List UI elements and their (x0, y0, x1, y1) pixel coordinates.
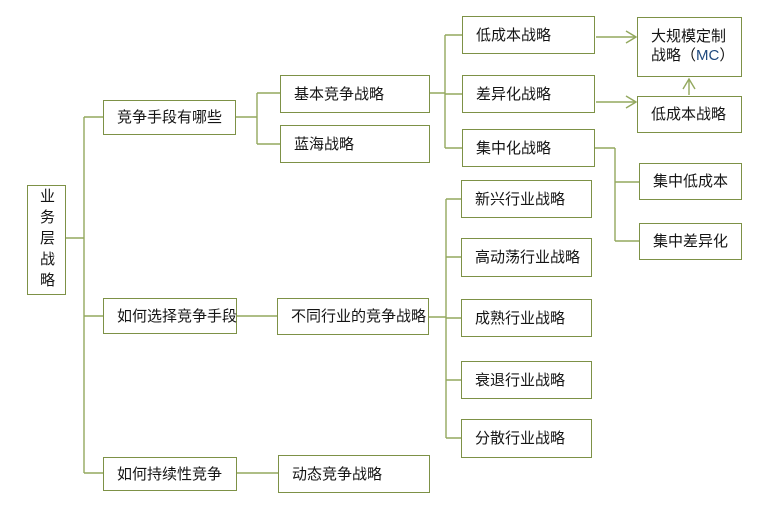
focus-branch-connector (595, 147, 639, 242)
node-mass-customization: 大规模定制 战略（MC） (637, 17, 742, 77)
node-focus-differentiation-label: 集中差异化 (653, 233, 729, 250)
node-fragmented-industry: 分散行业战略 (461, 419, 592, 458)
node-declining-industry: 衰退行业战略 (461, 361, 592, 399)
node-emerging-industry-label: 新兴行业战略 (475, 190, 566, 208)
node-focus: 集中化战略 (462, 129, 595, 167)
node-basic-competition: 基本竞争战略 (280, 75, 430, 113)
node-low-cost: 低成本战略 (462, 16, 595, 54)
node-blue-ocean: 蓝海战略 (280, 125, 430, 163)
node-focus-low-cost-label: 集中低成本 (653, 173, 729, 190)
node-q-sustain-label: 如何持续性竞争 (117, 465, 223, 483)
node-mass-customization-mc: MC (696, 47, 720, 64)
node-turbulent-industry-label: 高动荡行业战略 (475, 249, 581, 266)
node-q-methods-label: 竞争手段有哪些 (117, 109, 223, 126)
node-industry-strategies: 不同行业的竞争战略 (277, 298, 429, 335)
node-mature-industry-label: 成熟行业战略 (475, 309, 566, 327)
basic-competition-branch-connector (430, 34, 462, 149)
node-focus-differentiation: 集中差异化 (639, 223, 742, 260)
trunk-connector (65, 116, 103, 474)
industry-branch-connector (429, 198, 461, 439)
node-low-cost-label: 低成本战略 (476, 26, 552, 44)
node-turbulent-industry: 高动荡行业战略 (461, 238, 592, 277)
node-dynamic-competition-label: 动态竞争战略 (292, 465, 383, 483)
node-differentiation-label: 差异化战略 (476, 85, 552, 103)
node-emerging-industry: 新兴行业战略 (461, 180, 592, 218)
node-root-label: 业务层战略 (38, 187, 55, 293)
methods-branch-connector (236, 92, 280, 145)
node-mass-customization-line1: 大规模定制 (651, 28, 727, 45)
node-declining-industry-label: 衰退行业战略 (475, 371, 566, 389)
node-low-cost-2-label: 低成本战略 (651, 106, 727, 123)
node-root: 业务层战略 (27, 185, 66, 295)
node-low-cost-2: 低成本战略 (637, 96, 742, 133)
node-q-sustain: 如何持续性竞争 (103, 457, 237, 491)
node-blue-ocean-label: 蓝海战略 (294, 135, 355, 153)
node-q-choose-label: 如何选择竞争手段 (117, 307, 238, 325)
node-q-choose: 如何选择竞争手段 (103, 298, 237, 334)
node-dynamic-competition: 动态竞争战略 (278, 455, 430, 493)
node-mass-customization-line2-pre: 战略（ (651, 47, 697, 64)
node-mass-customization-line2-post: ） (719, 47, 735, 64)
node-focus-label: 集中化战略 (476, 139, 552, 157)
node-focus-low-cost: 集中低成本 (639, 163, 742, 200)
node-differentiation: 差异化战略 (462, 75, 595, 113)
node-fragmented-industry-label: 分散行业战略 (475, 430, 566, 447)
node-basic-competition-label: 基本竞争战略 (294, 85, 385, 103)
node-mature-industry: 成熟行业战略 (461, 299, 592, 337)
node-industry-strategies-label: 不同行业的竞争战略 (291, 308, 427, 325)
node-q-methods: 竞争手段有哪些 (103, 100, 236, 135)
